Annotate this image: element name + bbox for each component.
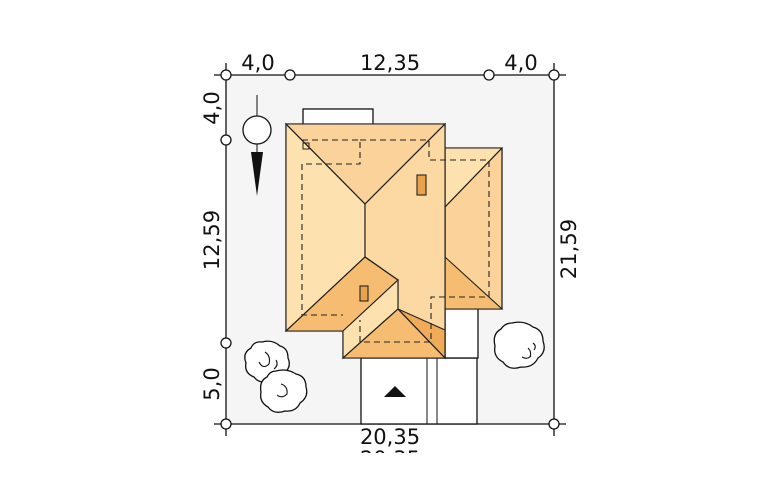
dimension-tick <box>220 69 232 81</box>
roof-window <box>416 174 427 196</box>
dimension-tick <box>483 69 495 81</box>
dimension-tick <box>220 134 232 146</box>
chimney-top <box>302 108 374 126</box>
dimension-tick <box>548 418 560 430</box>
dimension-tick <box>220 337 232 349</box>
dimension-tick <box>548 69 560 81</box>
dimension-lines <box>214 63 566 436</box>
roof-vent <box>302 142 310 150</box>
dim-left-house: 12,59 <box>200 210 224 270</box>
dim-left-top: 4,0 <box>200 91 224 124</box>
terrace <box>444 299 479 359</box>
tree-icon <box>493 321 545 369</box>
driveway <box>360 357 478 425</box>
north-arrow-icon <box>242 95 272 196</box>
entrance-arrow-icon <box>384 386 406 397</box>
roof-window <box>359 285 369 302</box>
dim-bottom-total: 20,35 <box>360 425 420 449</box>
dim-top-right: 4,0 <box>504 51 537 75</box>
dimension-tick <box>284 69 296 81</box>
tree-icon <box>259 369 308 413</box>
dim-top-house: 12,35 <box>360 51 420 75</box>
dim-left-bottom: 5,0 <box>200 367 224 400</box>
dim-right-total: 21,59 <box>557 219 581 279</box>
dimension-tick <box>220 418 232 430</box>
dim-bottom-cut: 20,35 <box>360 447 420 471</box>
dim-bottom-cut-label: 20,35 <box>360 447 420 471</box>
house-roof <box>284 122 504 360</box>
dim-top-left: 4,0 <box>241 51 274 75</box>
